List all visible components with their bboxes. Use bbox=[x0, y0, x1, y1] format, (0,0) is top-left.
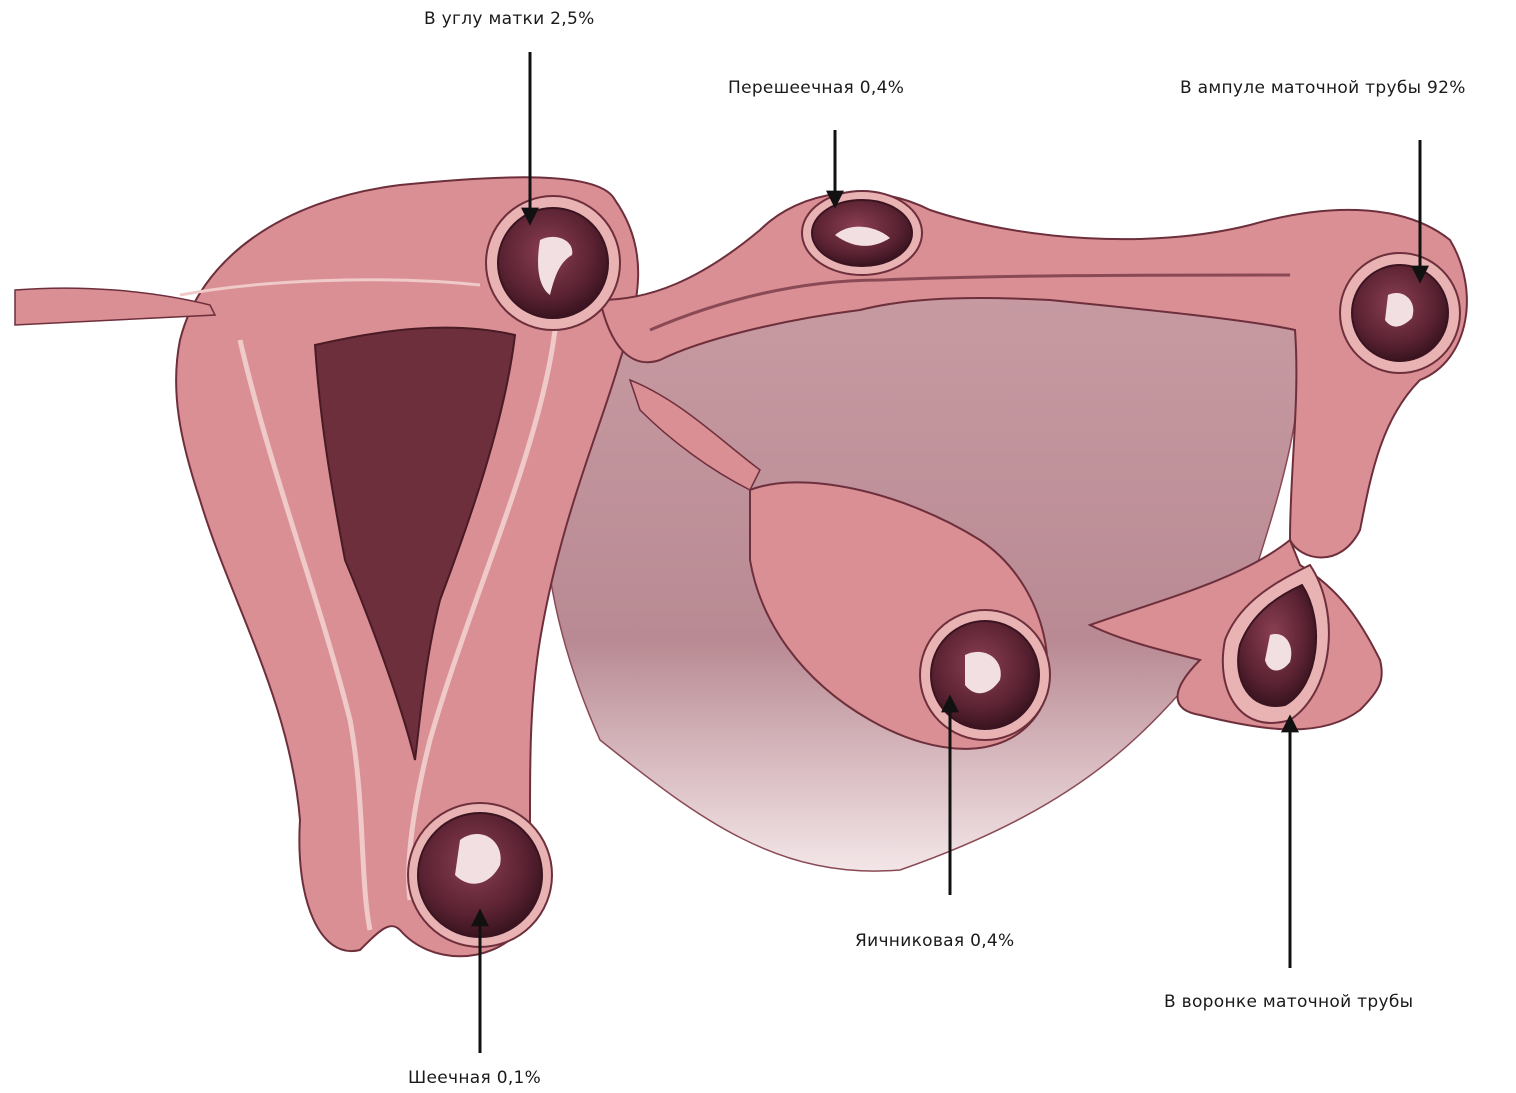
label-ampullar: В ампуле маточной трубы 92% bbox=[1180, 78, 1466, 98]
label-cervical: Шеечная 0,1% bbox=[408, 1068, 541, 1088]
sac-ovarian bbox=[920, 610, 1050, 740]
sac-isthmic bbox=[802, 191, 922, 275]
sac-uterine-angle bbox=[486, 196, 620, 330]
label-ovarian: Яичниковая 0,4% bbox=[855, 931, 1015, 951]
label-uterine-angle: В углу матки 2,5% bbox=[424, 9, 595, 29]
label-infundibular: В воронке маточной трубы bbox=[1164, 992, 1413, 1012]
sac-ampullar bbox=[1340, 253, 1460, 373]
label-isthmic: Перешеечная 0,4% bbox=[728, 78, 904, 98]
